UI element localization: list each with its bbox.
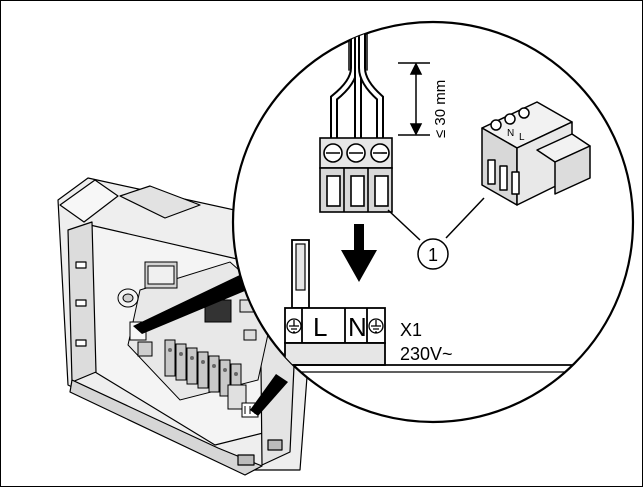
insert-arrow-icon (341, 224, 377, 282)
voltage-label: 230V~ (400, 344, 453, 364)
dimension-marker (398, 62, 430, 136)
dimension-label: ≤ 30 mm (432, 80, 449, 138)
magnifier-pointer (133, 272, 288, 416)
cable (330, 22, 384, 144)
terminal-label-l: L (313, 312, 327, 342)
board-terminal-x1 (284, 239, 620, 373)
ground-icon (368, 318, 384, 334)
screw-icon (323, 143, 390, 163)
wire-plug-connector (319, 137, 393, 213)
circuit-board (117, 261, 276, 418)
connector-id: X1 (400, 320, 422, 340)
plug-detail (481, 101, 591, 206)
ground-icon (286, 318, 302, 334)
terminal-label-n: N (348, 312, 367, 342)
callout-number: 1 (428, 245, 438, 265)
callout-circle (417, 238, 449, 270)
plug-label-l: L (519, 132, 525, 143)
callout-leader (387, 197, 485, 241)
plug-label-n: N (507, 128, 514, 139)
